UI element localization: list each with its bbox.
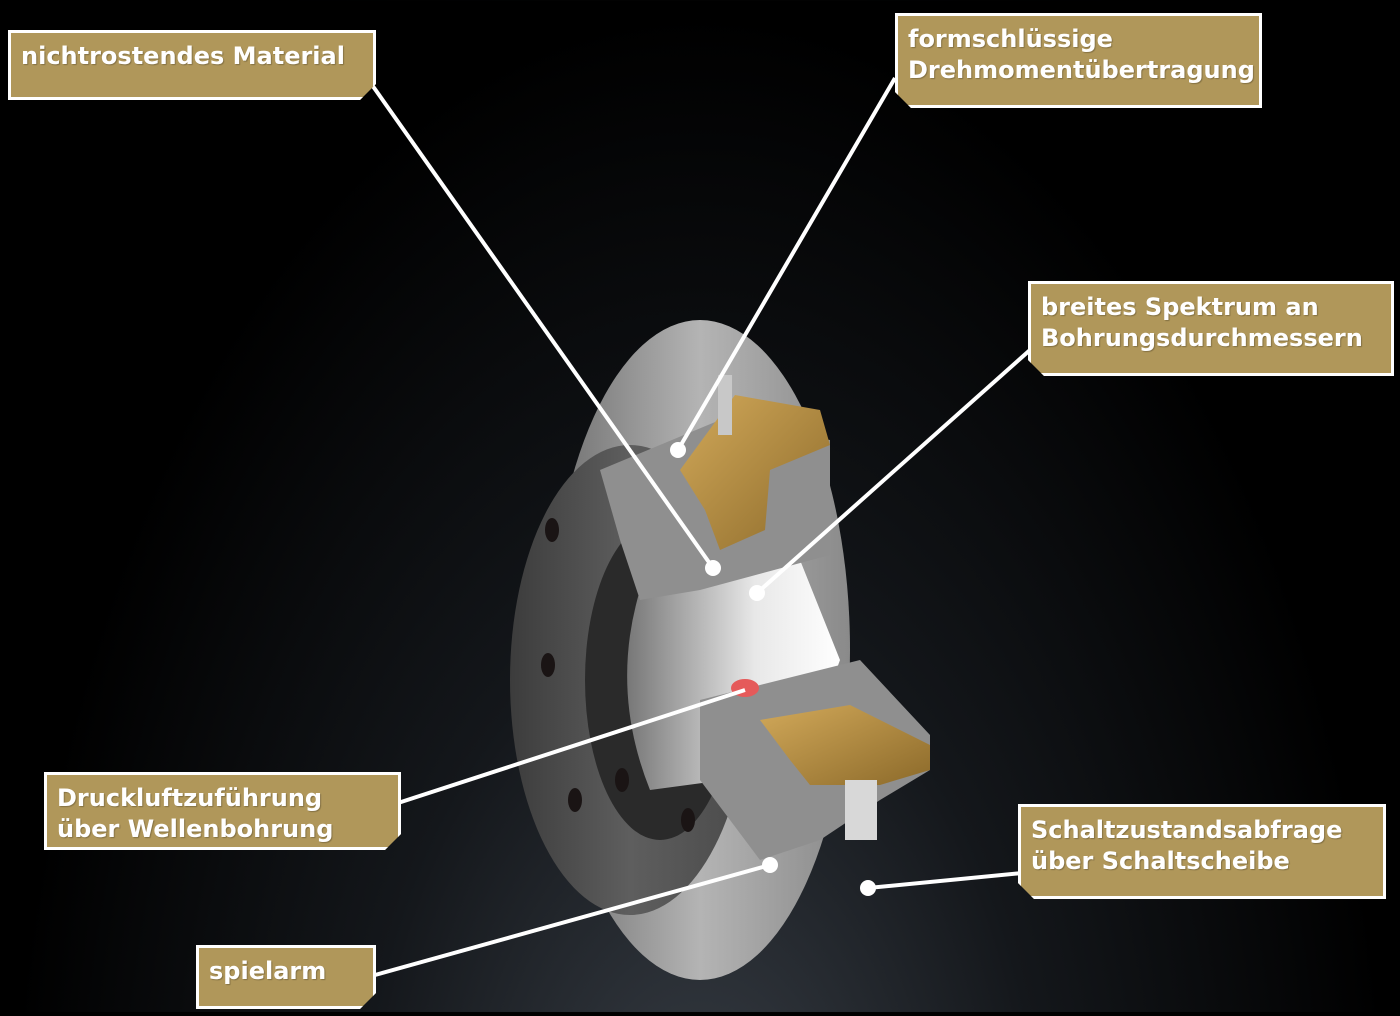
leader-air — [397, 688, 746, 805]
lower-key — [845, 780, 877, 840]
lower-brass-ring — [760, 705, 930, 785]
label-bore-line2: Bohrungsdurchmessern — [1041, 324, 1363, 352]
marker-switch — [860, 880, 876, 896]
leader-backlash — [374, 863, 771, 977]
label-material: nichtrostendes Material — [8, 30, 376, 100]
label-switch: Schaltzustandsabfrage über Schaltscheibe — [1018, 804, 1386, 899]
leader-material — [363, 73, 715, 570]
label-backlash: spielarm — [196, 945, 376, 1009]
label-bore-line1: breites Spektrum an — [1041, 293, 1319, 321]
bolt-holes — [541, 518, 695, 832]
upper-key — [718, 375, 732, 435]
label-torque-line2: Drehmomentübertragung — [908, 56, 1255, 84]
label-bore: breites Spektrum an Bohrungsdurchmessern — [1028, 281, 1394, 376]
marker-torque — [670, 442, 686, 458]
label-switch-line2: über Schaltscheibe — [1031, 847, 1290, 875]
label-torque: formschlüssige Drehmomentübertragung — [895, 13, 1262, 108]
leader-switch — [867, 871, 1023, 890]
label-air-line1: Druckluftzuführung — [57, 784, 323, 812]
leader-torque — [676, 76, 897, 452]
label-backlash-line1: spielarm — [209, 957, 327, 985]
upper-brass-ring — [680, 395, 830, 550]
marker-material — [705, 560, 721, 576]
label-switch-line1: Schaltzustandsabfrage — [1031, 816, 1343, 844]
label-air: Druckluftzuführung über Wellenbohrung — [44, 772, 401, 850]
marker-bore — [749, 585, 765, 601]
marker-backlash — [762, 857, 778, 873]
label-air-line2: über Wellenbohrung — [57, 815, 334, 843]
label-material-line1: nichtrostendes Material — [21, 42, 345, 70]
label-torque-line1: formschlüssige — [908, 25, 1113, 53]
leader-bore — [755, 348, 1032, 595]
